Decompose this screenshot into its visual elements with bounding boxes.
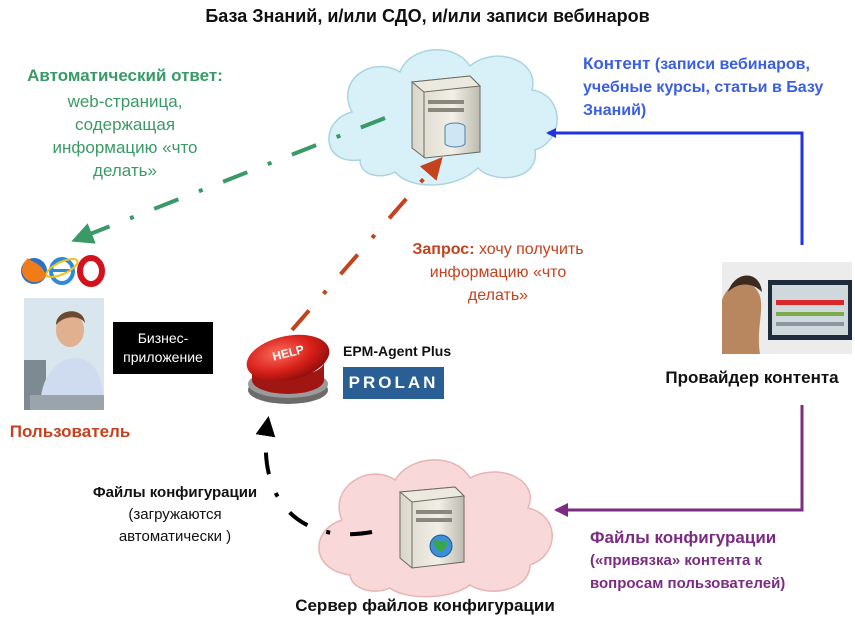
request-line: Запрос: хочу получить xyxy=(388,238,608,261)
request-detail: хочу получить xyxy=(478,241,584,258)
auto-reply-line: содержащая xyxy=(74,115,176,134)
prolan-logo: PROLAN xyxy=(343,367,444,399)
config-files-arrow xyxy=(554,405,804,517)
config-left-line: автоматически ) xyxy=(118,528,232,545)
config-left-line: (загружаются xyxy=(128,506,222,523)
auto-reply-heading: Автоматический ответ: xyxy=(27,66,223,85)
request-line: информацию «что xyxy=(429,264,567,281)
content-line: Знаний) xyxy=(583,102,647,119)
user-photo xyxy=(24,298,104,410)
help-button-icon xyxy=(246,334,330,404)
request-heading: Запрос: xyxy=(412,241,475,258)
provider-label: Провайдер контента xyxy=(665,368,839,387)
auto-reply-line: делать» xyxy=(93,161,157,180)
server-label: Сервер файлов конфигурации xyxy=(295,596,555,615)
business-app-line: приложение xyxy=(123,349,203,365)
auto-reply-arrow xyxy=(71,116,386,244)
content-label: Контент (записи вебинаров, учебные курсы… xyxy=(583,52,843,122)
content-arrow xyxy=(546,128,804,245)
content-line: Контент (записи вебинаров, xyxy=(583,52,843,76)
content-line: учебные курсы, статьи в Базу xyxy=(583,79,824,96)
config-right-heading: Файлы конфигурации xyxy=(590,528,777,547)
business-app-box: Бизнес- приложение xyxy=(113,322,213,374)
page-title: База Знаний, и/или СДО, и/или записи веб… xyxy=(205,6,650,26)
business-app-line: Бизнес- xyxy=(137,330,189,346)
config-left-heading: Файлы конфигурации xyxy=(92,484,258,501)
content-detail: (записи вебинаров, xyxy=(654,56,810,73)
request-label: Запрос: хочу получить информацию «что де… xyxy=(388,238,608,307)
auto-reply-text: web-страница, содержащая информацию «что… xyxy=(20,90,230,182)
config-server-icon xyxy=(398,486,466,569)
product-name: EPM-Agent Plus xyxy=(343,343,452,359)
config-right-label: Файлы конфигурации («привязка» контента … xyxy=(590,526,850,595)
config-right-line: вопросам пользователей) xyxy=(590,575,786,592)
content-heading: Контент xyxy=(583,54,651,73)
config-right-line: («привязка» контента к xyxy=(590,552,763,569)
user-label: Пользователь xyxy=(9,422,131,441)
knowledge-base-server-icon xyxy=(410,75,482,159)
request-line: делать» xyxy=(467,287,529,304)
config-left-label: Файлы конфигурации (загружаются автомати… xyxy=(70,482,280,548)
firefox-icon xyxy=(21,258,47,284)
ie-icon xyxy=(45,257,79,285)
auto-reply-line: информацию «что xyxy=(52,138,198,157)
provider-photo xyxy=(722,262,852,354)
opera-icon xyxy=(77,255,105,287)
auto-reply-line: web-страница, xyxy=(67,92,183,111)
